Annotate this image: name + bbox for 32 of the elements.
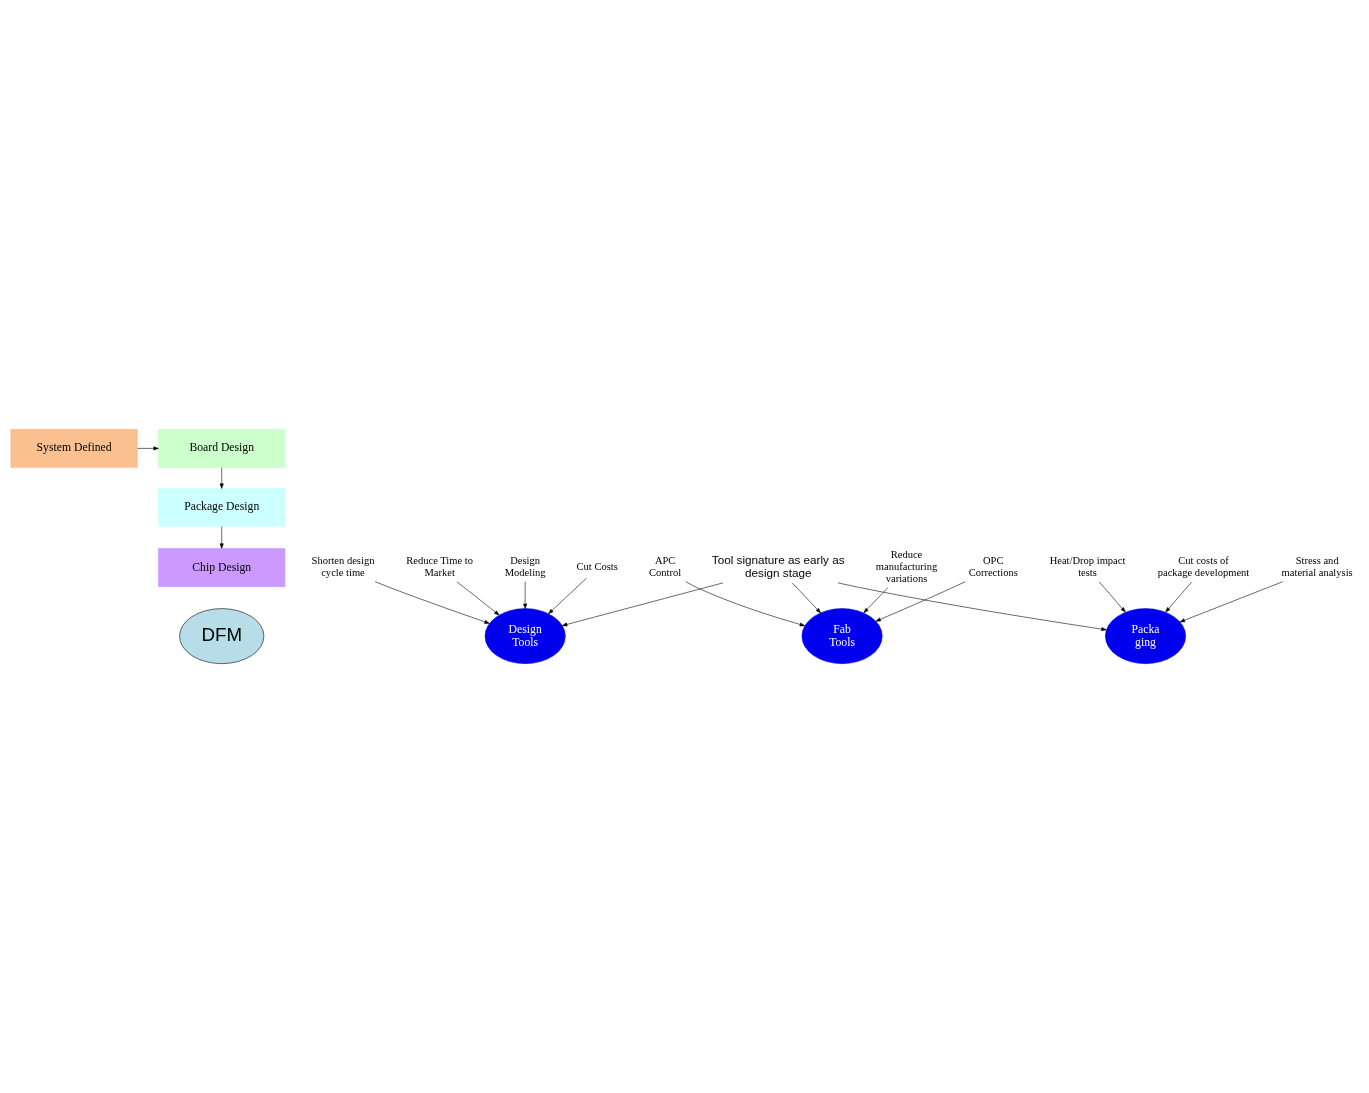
arrow bbox=[548, 577, 587, 614]
node-text: Cut Costs bbox=[576, 561, 618, 573]
arrow bbox=[837, 582, 1107, 631]
node-text: OPC Corrections bbox=[968, 555, 1018, 579]
node-box: Board Design bbox=[158, 429, 286, 468]
arrow bbox=[137, 446, 159, 451]
node-box: System Defined bbox=[10, 429, 138, 468]
arrow bbox=[562, 582, 724, 627]
node-text: APC Control bbox=[649, 555, 682, 579]
arrow bbox=[219, 467, 224, 489]
arrow bbox=[863, 587, 889, 614]
arrow bbox=[523, 581, 528, 609]
node-text: Reduce manufacturing variations bbox=[875, 549, 938, 584]
node-text: Heat/Drop impact tests bbox=[1049, 555, 1126, 579]
arrow bbox=[875, 581, 966, 622]
node-box: Package Design bbox=[158, 488, 286, 527]
arrow bbox=[1165, 581, 1193, 613]
node-text: Cut costs of package development bbox=[1157, 555, 1250, 579]
arrow bbox=[219, 526, 224, 549]
node-text: Reduce Time to Market bbox=[406, 555, 473, 579]
node-ellipse: DFM bbox=[179, 608, 265, 664]
arrow bbox=[791, 582, 821, 614]
arrow bbox=[1179, 581, 1283, 623]
node-text: Shorten design cycle time bbox=[311, 555, 375, 579]
node-text: Tool signature as early as design stage bbox=[711, 553, 845, 579]
node-text: Design Modeling bbox=[504, 555, 546, 579]
node-box: Chip Design bbox=[158, 548, 286, 587]
node-text: Stress and material analysis bbox=[1281, 555, 1353, 579]
arrow bbox=[374, 581, 490, 624]
arrow bbox=[1098, 581, 1126, 613]
arrow bbox=[685, 581, 806, 627]
arrow bbox=[456, 581, 500, 616]
